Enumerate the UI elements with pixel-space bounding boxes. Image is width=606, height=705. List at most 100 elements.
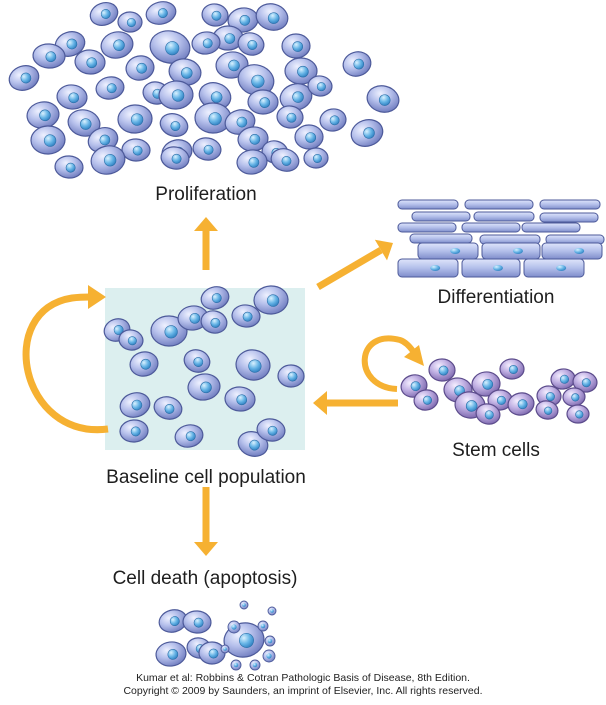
proliferation-cell [319, 108, 347, 132]
apoptotic-bleb [227, 620, 241, 634]
differentiated-cell [397, 258, 459, 278]
proliferation-cell [284, 57, 318, 85]
differentiated-cell [539, 212, 599, 223]
proliferation-cell [145, 1, 177, 25]
proliferation-cell [350, 119, 384, 147]
apoptotic-bleb [257, 620, 269, 632]
proliferation-cell [56, 84, 88, 110]
differentiated-cell [521, 222, 581, 233]
apoptotic-bleb [262, 649, 276, 663]
proliferation-cell [194, 102, 232, 134]
differentiated-cells [397, 199, 605, 278]
proliferation-cell [191, 31, 221, 55]
stem-cell [471, 371, 501, 397]
credit-line-2: Copyright © 2009 by Saunders, an imprint… [123, 685, 483, 697]
differentiated-cell [409, 233, 473, 244]
proliferation-cell [95, 76, 125, 100]
baseline-cell [129, 351, 159, 377]
differentiated-cell [481, 242, 541, 260]
arrow-to-cell-death [194, 487, 218, 556]
stem-cell [562, 387, 586, 407]
apoptotic-bleb [267, 606, 277, 616]
proliferation-cell [117, 11, 143, 33]
proliferation-cell [201, 3, 229, 27]
proliferation-cell [270, 148, 300, 172]
differentiated-cell [417, 242, 479, 260]
baseline-cell [256, 418, 286, 442]
baseline-cell [200, 310, 228, 334]
baseline-self-renewal-arrow [22, 285, 109, 434]
label-proliferation: Proliferation [155, 184, 257, 205]
proliferation-cell [117, 104, 153, 134]
proliferation-cell [158, 80, 194, 110]
proliferation-cell [30, 125, 66, 155]
arrow-stem-to-baseline [313, 391, 398, 415]
baseline-cell [231, 304, 261, 328]
baseline-cell [200, 286, 230, 310]
baseline-cell [187, 373, 221, 401]
proliferation-cell [247, 89, 279, 115]
baseline-cell [224, 386, 256, 412]
apoptotic-cell [198, 641, 226, 665]
proliferation-cell [74, 49, 106, 75]
stem-cell [428, 358, 456, 382]
baseline-cell [174, 424, 204, 448]
label-baseline-population: Baseline cell population [106, 467, 306, 488]
differentiated-cell [461, 222, 521, 233]
apoptotic-cells [155, 600, 277, 671]
proliferation-cell [26, 101, 60, 129]
proliferation-cell [159, 113, 189, 137]
proliferation-cell [54, 155, 84, 179]
stem-cell [413, 389, 439, 411]
credit-line-1: Kumar et al: Robbins & Cotran Pathologic… [136, 672, 470, 684]
baseline-cell [153, 396, 183, 420]
stem-cells-cluster [400, 358, 598, 425]
proliferation-cell [8, 65, 40, 91]
baseline-cell [235, 349, 271, 381]
apoptotic-cell [158, 609, 188, 633]
differentiated-cell [411, 211, 471, 222]
baseline-cells [103, 285, 305, 457]
apoptotic-bleb [239, 600, 249, 610]
apoptotic-cell [223, 622, 265, 658]
proliferation-cell [342, 51, 372, 77]
apoptotic-bleb [220, 644, 230, 654]
apoptotic-cell [155, 641, 187, 667]
differentiated-cell [473, 211, 535, 222]
proliferation-cell [255, 3, 289, 31]
arrow-to-differentiation [316, 239, 393, 291]
proliferation-cells [8, 1, 400, 179]
stem-cell [566, 404, 590, 424]
proliferation-cell [67, 109, 101, 137]
stem-cell [507, 392, 535, 416]
proliferation-cell [366, 85, 400, 113]
proliferation-cell [160, 146, 190, 170]
proliferation-cell [192, 137, 222, 161]
baseline-cell [237, 431, 269, 457]
stem-cell [535, 400, 559, 420]
stem-self-renewal-arrow [361, 335, 424, 392]
proliferation-cell [90, 145, 126, 175]
baseline-cell [119, 392, 151, 418]
proliferation-cell [125, 55, 155, 81]
baseline-cell [119, 419, 149, 443]
proliferation-cell [32, 43, 66, 69]
proliferation-cell [236, 149, 268, 175]
proliferation-cell [100, 31, 134, 59]
baseline-cell [118, 329, 144, 351]
proliferation-cell [307, 75, 333, 97]
proliferation-cell [276, 105, 304, 129]
proliferation-cell [89, 2, 119, 26]
proliferation-cell [294, 124, 324, 150]
differentiated-cell [397, 222, 457, 233]
proliferation-cell [121, 138, 151, 162]
apoptotic-bleb [230, 659, 242, 671]
baseline-cell [183, 349, 211, 373]
proliferation-cell [237, 32, 265, 56]
stem-cell [499, 358, 525, 380]
differentiated-cell [523, 258, 585, 278]
differentiated-cell [397, 199, 459, 210]
baseline-cell [150, 315, 188, 347]
